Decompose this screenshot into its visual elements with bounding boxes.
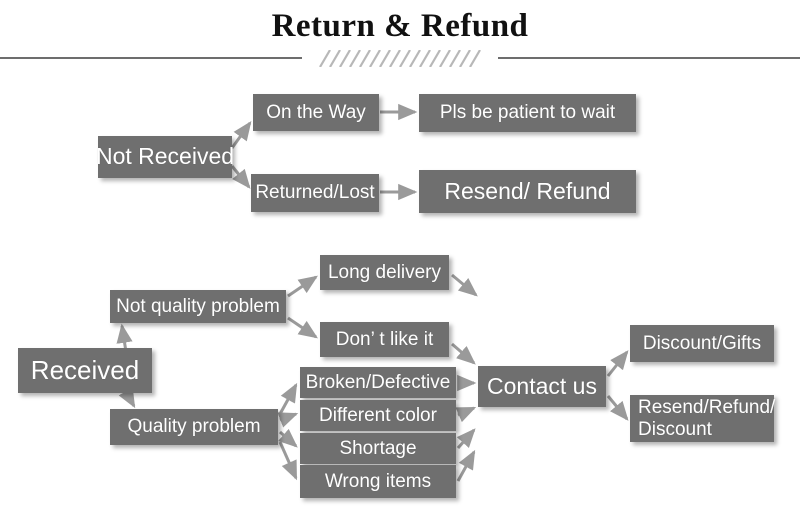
edge-not-received-on-the-way [230,121,252,149]
node-resend_refund: Resend/ Refund [419,170,636,213]
node-broken: Broken/Defective [300,367,456,398]
node-wrong_items: Wrong items [300,465,456,498]
page-header: Return & Refund [0,0,800,80]
edge-different-color-contact-us [455,406,477,423]
divider-line-right [498,57,800,59]
node-received: Received [18,348,152,393]
page-title: Return & Refund [271,8,529,44]
node-dont_like_it: Don’ t like it [320,322,449,357]
node-long_delivery: Long delivery [320,255,449,290]
node-shortage: Shortage [300,433,456,464]
node-different_color: Different color [300,400,456,431]
edge-quality-shortage [278,428,298,448]
edge-not-quality-dont-like-it [287,316,318,339]
edge-contact-us-discount-gifts [606,350,629,377]
node-quality: Quality problem [110,409,278,445]
node-returned_lost: Returned/Lost [251,174,379,212]
edge-not-quality-long-delivery [287,275,318,298]
edge-wrong-items-contact-us [456,449,476,482]
edge-not-received-returned-lost [230,165,251,189]
edge-quality-different-color [277,412,299,428]
node-discount_gifts: Discount/Gifts [630,325,774,362]
node-contact_us: Contact us [478,366,606,407]
edge-contact-us-resend-refund-discount [606,395,629,421]
node-not_quality: Not quality problem [110,290,286,323]
node-resend_refund_discount: Resend/Refund/ Discount [630,395,775,442]
node-pls_be_patient: Pls be patient to wait [419,94,636,132]
diagonal-hatch-divider-icon [319,50,481,67]
edge-dont-like-it-contact-us [451,342,476,365]
edge-quality-wrong-items [278,441,298,481]
edge-received-quality [118,387,136,409]
edge-quality-broken [278,382,298,415]
edge-long-delivery-contact-us [451,273,478,297]
node-on_the_way: On the Way [253,94,379,131]
divider-line-left [0,57,302,59]
node-not_received: Not Received [96,136,234,178]
edge-shortage-contact-us [456,428,476,449]
